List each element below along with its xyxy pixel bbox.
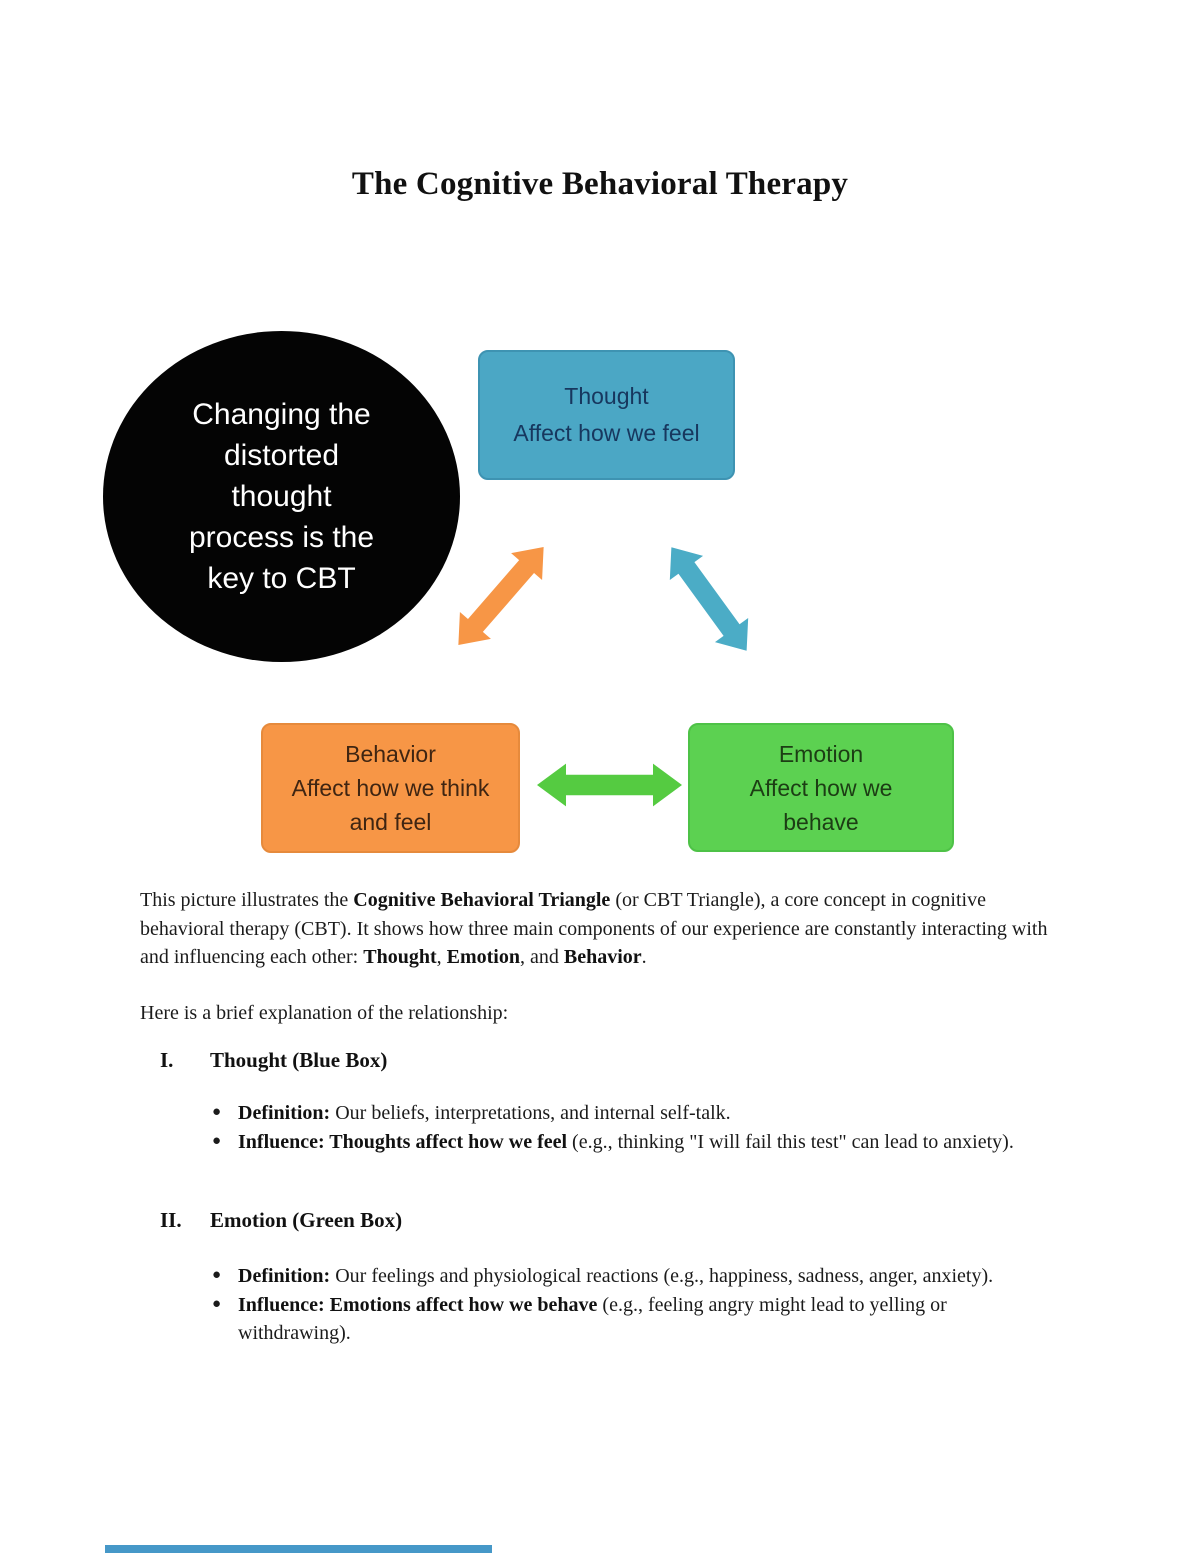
circle-text-line: distorted xyxy=(223,439,340,472)
bullet-icon: ● xyxy=(212,1104,222,1120)
intro-bold-emotion: Emotion xyxy=(446,946,520,968)
key-message-circle: Changing the distorted thought process i… xyxy=(103,331,460,662)
intro-text: , and xyxy=(519,946,564,968)
bullet-bold: Influence: Emotions affect how we behave xyxy=(238,1293,598,1316)
intro-text: . xyxy=(641,946,647,968)
section-title: Emotion (Green Box) xyxy=(210,1208,403,1232)
bullet-icon: ● xyxy=(212,1132,222,1149)
list-item: ●Influence: Thoughts affect how we feel … xyxy=(210,1128,1032,1157)
circle-text-line: key to CBT xyxy=(207,562,356,595)
bullet-icon: ● xyxy=(212,1267,222,1283)
circle-text-line: process is the xyxy=(188,521,375,554)
lead-line: Here is a brief explanation of the relat… xyxy=(140,1002,509,1024)
intro-text: (or CBT Triangle), a core concept in cog… xyxy=(140,889,1048,968)
page-title: The Cognitive Behavioral Therapy xyxy=(351,166,849,202)
section-heading-thought: I. Thought (Blue Box) xyxy=(160,1048,387,1073)
list-item: ● Definition: Our beliefs, interpretation… xyxy=(210,1099,1032,1128)
double-arrow-icon xyxy=(669,547,749,651)
bullet-text: Our feelings and physiological reactions… xyxy=(330,1265,994,1287)
circle-text-line: thought xyxy=(231,480,332,513)
intro-bold-triangle: Cognitive Behavioral Triangle xyxy=(353,889,611,911)
bullet-text: (e.g., feeling angry might lead to yelli… xyxy=(238,1293,947,1345)
double-arrow-icon xyxy=(458,546,544,646)
bullet-bold: Definition: xyxy=(238,1265,331,1287)
bullet-text: Our beliefs, interpretations, and intern… xyxy=(330,1102,731,1124)
bullet-bold: Influence: Thoughts affect how we feel xyxy=(238,1130,568,1153)
intro-bold-behavior: Behavior xyxy=(563,946,642,968)
circle-text-line: Changing the xyxy=(192,398,371,431)
intro-paragraph: This picture illustrates the Cognitive B… xyxy=(140,886,1052,972)
behavior-box-subtitle: Affect how we think and feel xyxy=(291,775,490,835)
thought-box-title: Thought xyxy=(564,383,649,409)
thought-box-subtitle: Affect how we feel xyxy=(513,420,700,446)
thought-bullet-list: ● Definition: Our beliefs, interpretation… xyxy=(210,1099,1032,1156)
list-item: ● Definition: Our feelings and physiologi… xyxy=(210,1262,1032,1291)
intro-bold-thought: Thought xyxy=(363,946,437,968)
bullet-bold: Definition: xyxy=(238,1102,331,1124)
emotion-box-subtitle: Affect how we behave xyxy=(749,774,893,835)
section-title: Thought (Blue Box) xyxy=(210,1048,388,1072)
behavior-box-title: Behavior xyxy=(345,741,436,767)
emotion-bullet-list: ● Definition: Our feelings and physiologi… xyxy=(210,1262,1032,1348)
section-numeral: I. xyxy=(160,1048,174,1072)
section-numeral: II. xyxy=(160,1208,182,1232)
bullet-icon: ● xyxy=(212,1295,222,1312)
list-item: ● Influence: Emotions affect how we behav… xyxy=(210,1291,1032,1348)
emotion-box-title: Emotion xyxy=(778,740,864,767)
behavior-box: Behavior Affect how we think and feel xyxy=(261,723,520,853)
cut-off-next-element-edge xyxy=(105,1545,492,1553)
intro-text: , xyxy=(436,946,447,968)
intro-text: This picture illustrates the xyxy=(140,889,354,911)
bullet-text: (e.g., thinking "I will fail this test" … xyxy=(567,1130,1014,1153)
thought-box: Thought Affect how we feel xyxy=(478,350,735,480)
section-heading-emotion: II. Emotion (Green Box) xyxy=(160,1208,402,1233)
emotion-box: Emotion Affect how we behave xyxy=(688,723,954,852)
double-arrow-icon xyxy=(537,763,682,807)
